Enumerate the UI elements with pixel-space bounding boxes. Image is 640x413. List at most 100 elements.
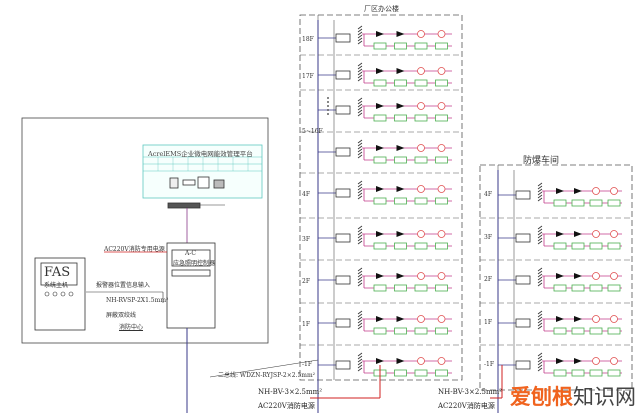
- bus-label: 二总线: WDZN-RYJSP-2×2.5mm²: [218, 372, 316, 379]
- exit-sign-icon: [571, 242, 585, 250]
- distribution-module: [515, 275, 531, 285]
- platform-title: AcrelEMS企业微电网能效管理平台: [148, 150, 253, 158]
- lamp-icon: [417, 30, 425, 38]
- terminal-block: [537, 279, 543, 284]
- emergency-light-icon: [376, 186, 384, 192]
- exit-sign-icon: [435, 42, 448, 50]
- terminal-block: [537, 182, 543, 187]
- emergency-light-icon: [396, 273, 405, 279]
- terminal-block: [357, 97, 363, 102]
- terminal-block: [357, 319, 363, 324]
- lamp-icon: [592, 315, 600, 323]
- emergency-light-icon: [376, 145, 384, 151]
- alarm-input-label: 报警器位置信息输入: [96, 282, 151, 289]
- floor-label: 17F: [302, 73, 314, 80]
- distribution-module: [335, 33, 351, 43]
- emergency-light-icon: [556, 358, 564, 364]
- lamp-icon: [610, 230, 618, 238]
- continuation-dot: [327, 105, 329, 107]
- exit-sign-icon: [394, 79, 407, 87]
- terminal-block: [357, 62, 363, 67]
- control-room-frame: [21, 117, 269, 344]
- terminal-block: [357, 279, 363, 284]
- exit-sign-icon: [394, 156, 407, 164]
- emergency-light-icon: [396, 68, 405, 74]
- terminal-block: [537, 267, 543, 272]
- emergency-light-icon: [574, 358, 582, 364]
- lamp-icon: [437, 357, 446, 365]
- exit-sign-icon: [373, 327, 387, 335]
- terminal-block: [537, 316, 543, 321]
- terminal-block: [357, 112, 363, 117]
- exit-sign-icon: [414, 42, 428, 50]
- exit-sign-icon: [607, 199, 621, 207]
- exit-sign-icon: [394, 242, 407, 250]
- terminal-block: [357, 186, 363, 191]
- power-label-office: NH-BV-3×2.5mm²: [258, 388, 323, 396]
- floor-label: 18F: [302, 36, 314, 43]
- terminal-block: [537, 367, 543, 372]
- lamp-icon: [417, 315, 425, 323]
- controller-status: [171, 269, 211, 277]
- office-building-title: 厂区办公楼: [364, 5, 399, 13]
- continuation-dot: [327, 109, 329, 111]
- terminal-block: [357, 282, 363, 287]
- lamp-icon: [437, 185, 446, 193]
- terminal-block: [357, 109, 363, 114]
- lamp-icon: [437, 144, 446, 152]
- terminal-block: [357, 310, 363, 315]
- terminal-block: [357, 228, 363, 233]
- terminal-block: [357, 267, 363, 272]
- exit-sign-icon: [553, 199, 567, 207]
- exit-sign-icon: [553, 327, 567, 335]
- emergency-light-icon: [396, 103, 405, 109]
- terminal-block: [357, 234, 363, 239]
- distribution-module: [515, 233, 531, 243]
- terminal-block: [537, 237, 543, 242]
- exit-sign-icon: [414, 156, 428, 164]
- continuation-dot: [327, 101, 329, 103]
- exit-sign-icon: [435, 284, 448, 292]
- fas-indicator: [44, 291, 50, 297]
- exit-sign-icon: [414, 284, 428, 292]
- distribution-module: [335, 318, 351, 328]
- emergency-light-icon: [376, 316, 384, 322]
- terminal-block: [537, 225, 543, 230]
- emergency-light-icon: [396, 145, 405, 151]
- distribution-module: [515, 318, 531, 328]
- exit-sign-icon: [394, 284, 407, 292]
- terminal-block: [357, 77, 363, 82]
- distribution-module: [335, 147, 351, 157]
- terminal-block: [537, 352, 543, 357]
- terminal-block: [537, 319, 543, 324]
- lamp-icon: [417, 185, 425, 193]
- terminal-block: [357, 313, 363, 318]
- emergency-light-icon: [376, 31, 384, 37]
- terminal-block: [357, 364, 363, 369]
- exit-sign-icon: [414, 242, 428, 250]
- lamp-icon: [417, 144, 425, 152]
- floor-label: 4F: [484, 191, 492, 198]
- lamp-icon: [592, 230, 600, 238]
- lamp-icon: [437, 230, 446, 238]
- terminal-block: [537, 361, 543, 366]
- exit-sign-icon: [571, 199, 585, 207]
- exit-sign-icon: [607, 284, 621, 292]
- terminal-block: [357, 31, 363, 36]
- terminal-block: [357, 322, 363, 327]
- terminal-block: [357, 316, 363, 321]
- terminal-block: [537, 276, 543, 281]
- controller-display: [171, 249, 211, 267]
- terminal-block: [537, 358, 543, 363]
- emergency-light-icon: [556, 316, 564, 322]
- fas-title: FAS: [44, 265, 71, 280]
- floor-label: 4F: [302, 191, 310, 198]
- exit-sign-icon: [607, 369, 621, 377]
- terminal-block: [537, 197, 543, 202]
- terminal-block: [357, 100, 363, 105]
- emergency-light-icon: [376, 231, 384, 237]
- terminal-block: [537, 313, 543, 318]
- emergency-light-icon: [396, 186, 405, 192]
- office-building-frame: [299, 14, 463, 381]
